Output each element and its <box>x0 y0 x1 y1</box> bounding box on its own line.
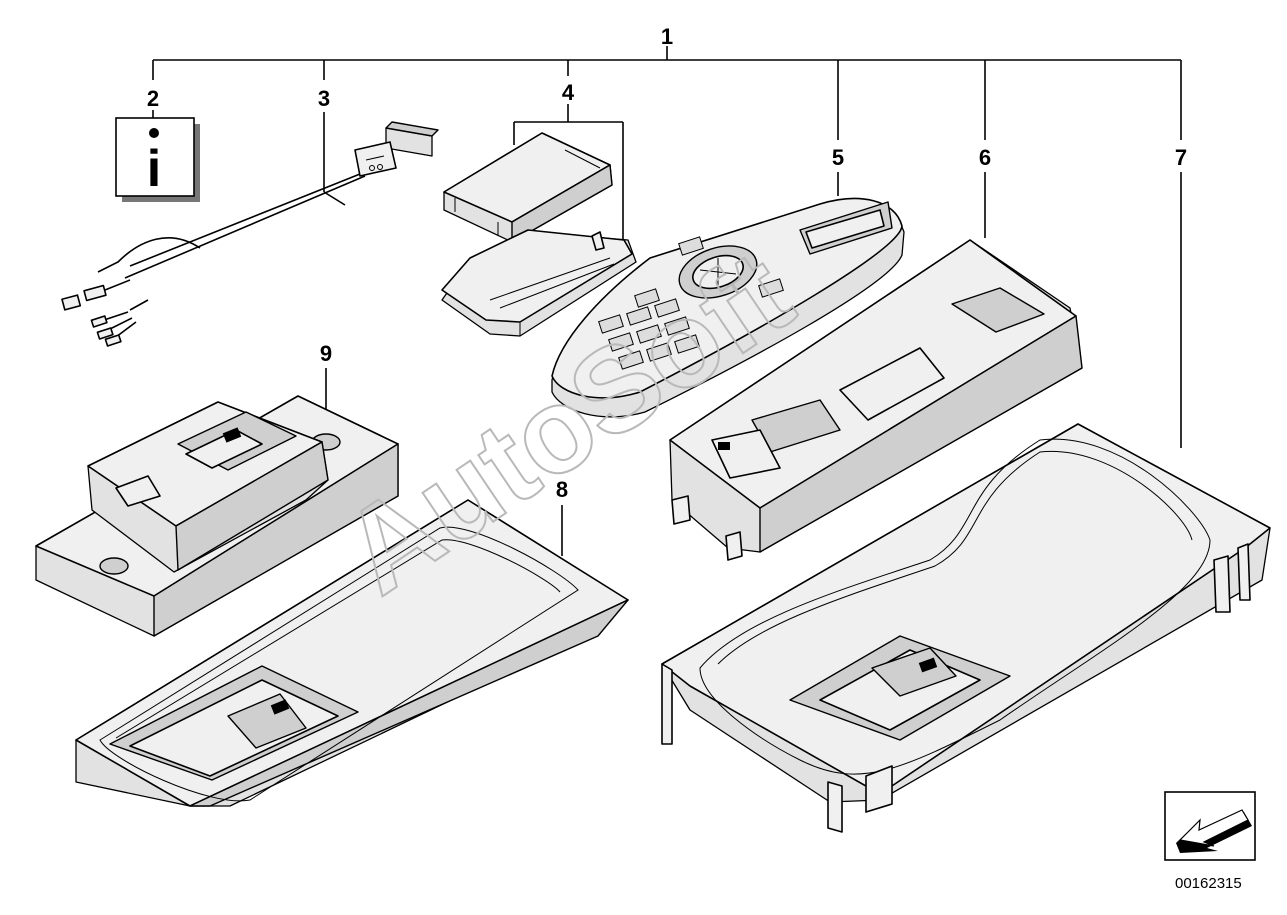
callout-labels: 1 2 3 4 5 6 7 8 9 <box>147 24 1187 502</box>
callout-5: 5 <box>832 145 844 170</box>
charger-plate <box>35 395 399 637</box>
phone-handset <box>551 197 905 418</box>
document-number: 00162315 <box>1175 875 1242 892</box>
leader-lines <box>152 46 1182 556</box>
callout-8: 8 <box>556 477 568 502</box>
arrow-nav-icon[interactable] <box>1164 791 1256 861</box>
console-base <box>75 499 629 807</box>
phone-cradle <box>669 239 1083 561</box>
callout-7: 7 <box>1175 145 1187 170</box>
callout-3: 3 <box>318 86 330 111</box>
info-icon: i <box>115 117 200 202</box>
battery-and-cover <box>441 132 637 337</box>
cable-harness <box>61 121 439 347</box>
large-tray <box>661 423 1271 833</box>
callout-1: 1 <box>661 24 673 49</box>
info-glyph: i <box>147 140 161 198</box>
callout-9: 9 <box>320 341 332 366</box>
callout-4: 4 <box>562 80 575 105</box>
callout-6: 6 <box>979 145 991 170</box>
callout-2: 2 <box>147 86 159 111</box>
